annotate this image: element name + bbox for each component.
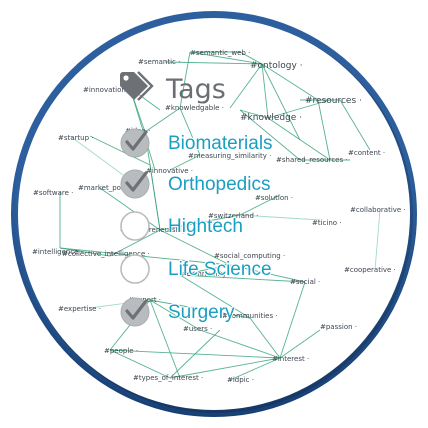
graph-nodes: #semantic_web · #semantic · #ontology · … (32, 49, 406, 384)
graph-node[interactable]: #expertise · (58, 305, 101, 313)
inner-disc (18, 18, 410, 410)
graph-node[interactable]: #software · (33, 189, 73, 197)
graph-node[interactable]: #community · (181, 270, 231, 278)
graph-node[interactable]: #expert · (128, 296, 161, 304)
graph-node[interactable]: #social_computing · (214, 252, 285, 260)
graph-node[interactable]: #communities · (222, 312, 278, 320)
graph-node[interactable]: #shared_resources · (276, 156, 348, 164)
graph-node[interactable]: #knowledge · (240, 113, 302, 123)
tag-row-orthopedics[interactable]: Orthopedics (120, 169, 272, 199)
tag-row-surgery[interactable]: Surgery (120, 297, 236, 327)
graph-node[interactable]: #idpic · (227, 376, 254, 384)
tag-row-hightech[interactable]: Hightech (120, 211, 244, 241)
graph-node[interactable]: #solution · (255, 194, 293, 202)
tag-checkbox-unchecked[interactable] (120, 254, 150, 284)
graph-node[interactable]: #innovation · (83, 86, 130, 94)
tag-label: Orthopedics (168, 174, 270, 195)
graph-node[interactable]: #interest · (272, 355, 309, 363)
check-icon (125, 299, 148, 320)
check-icon (125, 130, 148, 151)
graph-node[interactable]: #switzerland · (208, 212, 258, 220)
graph-node[interactable]: #measuring_similarity · (188, 152, 271, 160)
tag-icon (120, 71, 154, 101)
tags-panel: Tags Biomaterials Orthopedics Hightech (120, 71, 274, 327)
graph-node[interactable]: #resources · (305, 96, 362, 106)
graph-node[interactable]: #social · (290, 278, 320, 286)
graph-node[interactable]: #cooperative · (344, 266, 396, 274)
graph-node[interactable]: #ticino · (312, 219, 342, 227)
graph-node[interactable]: #semantic · (138, 58, 180, 66)
graph-node[interactable]: #passion · (320, 323, 357, 331)
tag-label: Hightech (168, 216, 243, 237)
check-icon (125, 171, 148, 192)
graph-node[interactable]: #innovative · (146, 167, 193, 175)
graph-node[interactable]: #knowledgable · (165, 104, 224, 112)
graph-node[interactable]: #entrepreneurship · (120, 226, 191, 234)
graph-node[interactable]: #users · (183, 325, 212, 333)
graph-node[interactable]: #collective_intelligence · (62, 250, 150, 258)
graph-node[interactable]: #content · (348, 149, 385, 157)
tag-label: Biomaterials (168, 133, 273, 154)
graph-node[interactable]: #people · (104, 347, 138, 355)
graph-node[interactable]: #types_of_interest · (133, 374, 203, 382)
panel-title: Tags (165, 74, 226, 105)
graph-node[interactable]: #market_position · (78, 184, 144, 192)
graph-node[interactable]: #startup · (58, 134, 94, 142)
tag-row-biomaterials[interactable]: Biomaterials (120, 128, 274, 158)
graph-node[interactable]: #collaborative · (350, 206, 406, 214)
graph-node[interactable]: #intelligence · (32, 248, 83, 256)
tag-row-life-science[interactable]: Life Science (120, 254, 273, 284)
tag-label: Surgery (168, 302, 235, 323)
tag-checkbox-unchecked[interactable] (120, 211, 150, 241)
tag-label: Life Science (168, 259, 272, 280)
graph-node[interactable]: #ontology · (250, 61, 303, 71)
graph-node[interactable]: #semantic_web · (190, 49, 250, 57)
graph-edges (59, 51, 381, 381)
